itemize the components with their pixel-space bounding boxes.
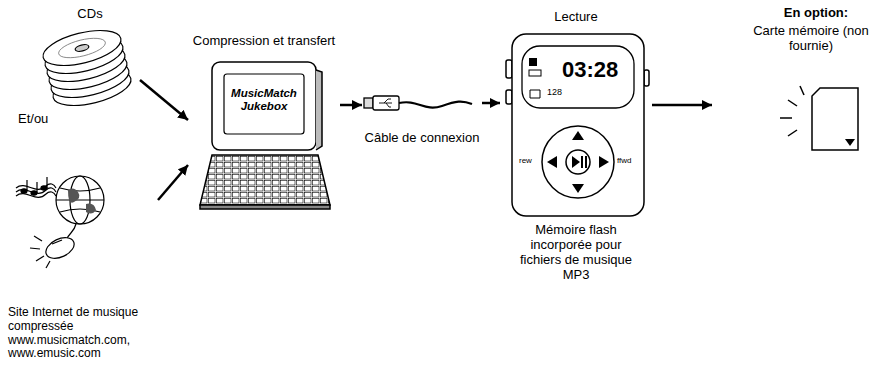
memory-card-part xyxy=(788,130,797,136)
cd-stack-part xyxy=(40,24,125,72)
globe-music-mouse-part xyxy=(46,177,47,188)
node-sublabel: MusicMatch Jukebox xyxy=(226,87,302,113)
flow-arrow xyxy=(482,102,500,105)
globe-music-mouse-part xyxy=(31,191,37,195)
usb-cable-part xyxy=(379,99,392,107)
computer-node: Compression et transfertMusicMatch Jukeb… xyxy=(188,30,340,210)
mp3-player-part xyxy=(542,126,614,198)
node-label: Site Internet de musique compressée www.… xyxy=(8,306,158,361)
usb-cable xyxy=(364,96,472,110)
mp3-player-part xyxy=(572,184,584,193)
memory-card-part xyxy=(800,86,804,95)
connector-word: Et/ou xyxy=(18,112,48,126)
globe-music-mouse-part xyxy=(68,188,79,202)
mp3-player-part xyxy=(506,60,512,78)
display-bitrate: 128 xyxy=(547,88,562,98)
mp3-player-part xyxy=(599,156,609,168)
display-time: 03:28 xyxy=(562,58,618,82)
flow-arrow xyxy=(652,104,712,107)
mp3-player-part xyxy=(547,156,557,168)
memory-card xyxy=(780,86,858,150)
cable-node: Câble de connexion xyxy=(362,85,482,157)
globe-music-mouse-part xyxy=(46,261,50,268)
computer xyxy=(200,62,330,209)
mp3-player-part xyxy=(512,34,644,216)
mp3-player-part xyxy=(522,46,634,108)
globe-music-mouse-part xyxy=(26,180,27,191)
globe-music-mouse-part xyxy=(34,236,42,241)
cd-stack-part xyxy=(57,34,107,61)
mp3-player-part xyxy=(530,90,540,98)
mp3-player xyxy=(506,34,649,216)
flow-arrow xyxy=(158,165,188,200)
cd-stack xyxy=(40,24,135,112)
memory-card-node: En option: Carte mémoire (non fournie) xyxy=(712,4,870,160)
computer-part xyxy=(212,62,316,150)
node-label: Lecture xyxy=(500,10,652,25)
mp3-player-part xyxy=(572,131,584,140)
flow-arrow xyxy=(340,104,362,107)
usb-cable-part xyxy=(399,102,472,108)
memory-card-part xyxy=(845,139,855,146)
mp3-player-part xyxy=(529,70,541,76)
globe-music-mouse-part xyxy=(60,188,100,191)
computer-part xyxy=(200,155,330,205)
node-label: En option: xyxy=(762,6,870,21)
mp3-player-part xyxy=(506,90,512,104)
node-label: CDs xyxy=(40,7,140,22)
player-node: LectureMémoire flash incorporée pour fic… xyxy=(500,8,652,300)
mp3-player-part xyxy=(529,58,537,66)
computer-part xyxy=(200,205,330,209)
usb-cable-part xyxy=(364,98,373,108)
mp3-player-part xyxy=(566,150,590,174)
globe-music-mouse-part xyxy=(43,234,78,263)
button-label: rew xyxy=(519,157,532,166)
memory-card-part xyxy=(788,100,797,106)
globe-music-mouse-part xyxy=(56,176,104,224)
node-sublabel: Carte mémoire (non fournie) xyxy=(752,24,870,54)
cd-stack-part xyxy=(74,43,89,52)
mp3-player-part xyxy=(581,156,583,168)
memory-card-part xyxy=(780,117,792,119)
mp3-player-part xyxy=(572,156,580,168)
flow-arrow xyxy=(140,80,188,120)
globe-music-mouse-part xyxy=(36,256,44,261)
globe-music-mouse-part xyxy=(86,204,96,214)
memory-card-part xyxy=(812,88,858,150)
node-sublabel: Mémoire flash incorporée pour fichiers d… xyxy=(510,223,642,283)
globe-music-mouse-part xyxy=(36,182,37,193)
computer-part xyxy=(316,70,322,150)
cd-source: CDs xyxy=(40,5,140,105)
web-source: Site Internet de musique compressée www.… xyxy=(8,150,158,366)
node-label: Câble de connexion xyxy=(362,131,482,146)
globe-music-mouse-part xyxy=(30,248,40,249)
usb-cable-part xyxy=(373,96,399,110)
mp3-player-part xyxy=(585,156,587,168)
button-label: ffwd xyxy=(617,157,632,166)
globe-music-mouse xyxy=(16,176,104,268)
node-label: Compression et transfert xyxy=(188,34,340,49)
globe-music-mouse-part xyxy=(21,189,27,193)
globe-music-mouse-part xyxy=(56,199,104,200)
globe-music-mouse-part xyxy=(41,186,47,190)
computer-part xyxy=(224,74,304,134)
globe-music-mouse-part xyxy=(52,240,62,244)
